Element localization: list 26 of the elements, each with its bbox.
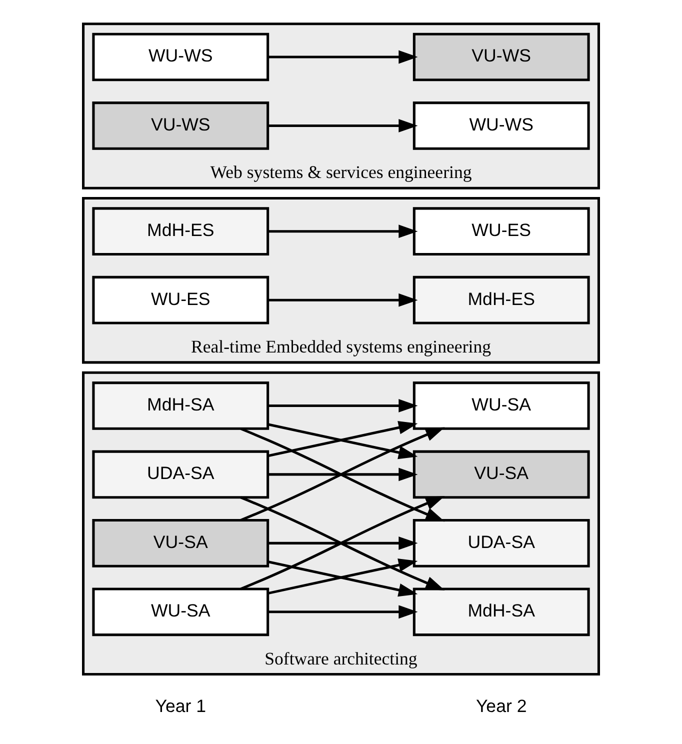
node-box: VU-WS [412, 32, 590, 82]
node-box: WU-ES [92, 276, 270, 324]
label: Year 1 [155, 696, 206, 716]
node-box: WU-ES [412, 207, 590, 256]
arrow [268, 119, 418, 132]
arrow [268, 468, 418, 482]
node-box: MdH-SA [412, 588, 590, 636]
node-box: MdH-ES [92, 207, 270, 256]
node-box: MdH-SA [92, 382, 270, 430]
arrow [268, 293, 418, 307]
node-box: UDA-SA [412, 519, 590, 568]
arrow [268, 399, 418, 412]
label: Year 2 [476, 696, 527, 716]
node-box: VU-SA [92, 519, 270, 568]
node-box: WU-SA [412, 382, 590, 430]
node-box: WU-WS [92, 32, 270, 82]
arrow [268, 50, 418, 64]
arrow [268, 605, 418, 619]
node-box: WU-SA [92, 588, 270, 636]
node-box: MdH-ES [412, 276, 590, 324]
arrow [268, 536, 418, 550]
arrow [268, 224, 418, 238]
node-box: VU-SA [412, 450, 590, 499]
node-box: WU-WS [412, 102, 590, 150]
node-box: VU-WS [92, 102, 270, 150]
node-box: UDA-SA [92, 450, 270, 499]
